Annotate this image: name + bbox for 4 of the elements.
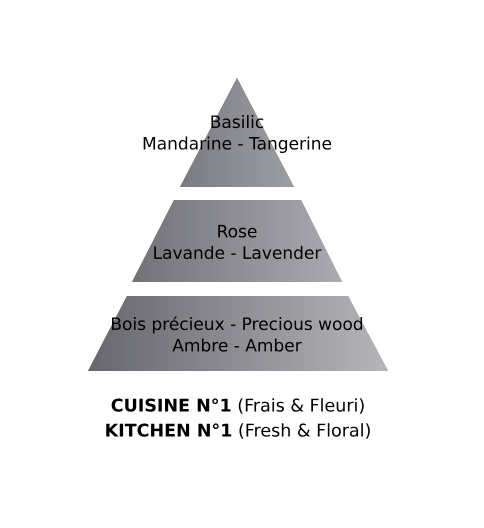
caption-text: CUISINE N°1 (Frais & Fleuri) xyxy=(112,398,364,414)
caption-text: KITCHEN N°1 (Fresh & Floral) xyxy=(106,423,370,439)
tier-label: Rose Lavande - Lavender xyxy=(154,224,322,260)
tier-label: Bois précieux - Precious wood Ambre - Amber xyxy=(112,316,362,352)
